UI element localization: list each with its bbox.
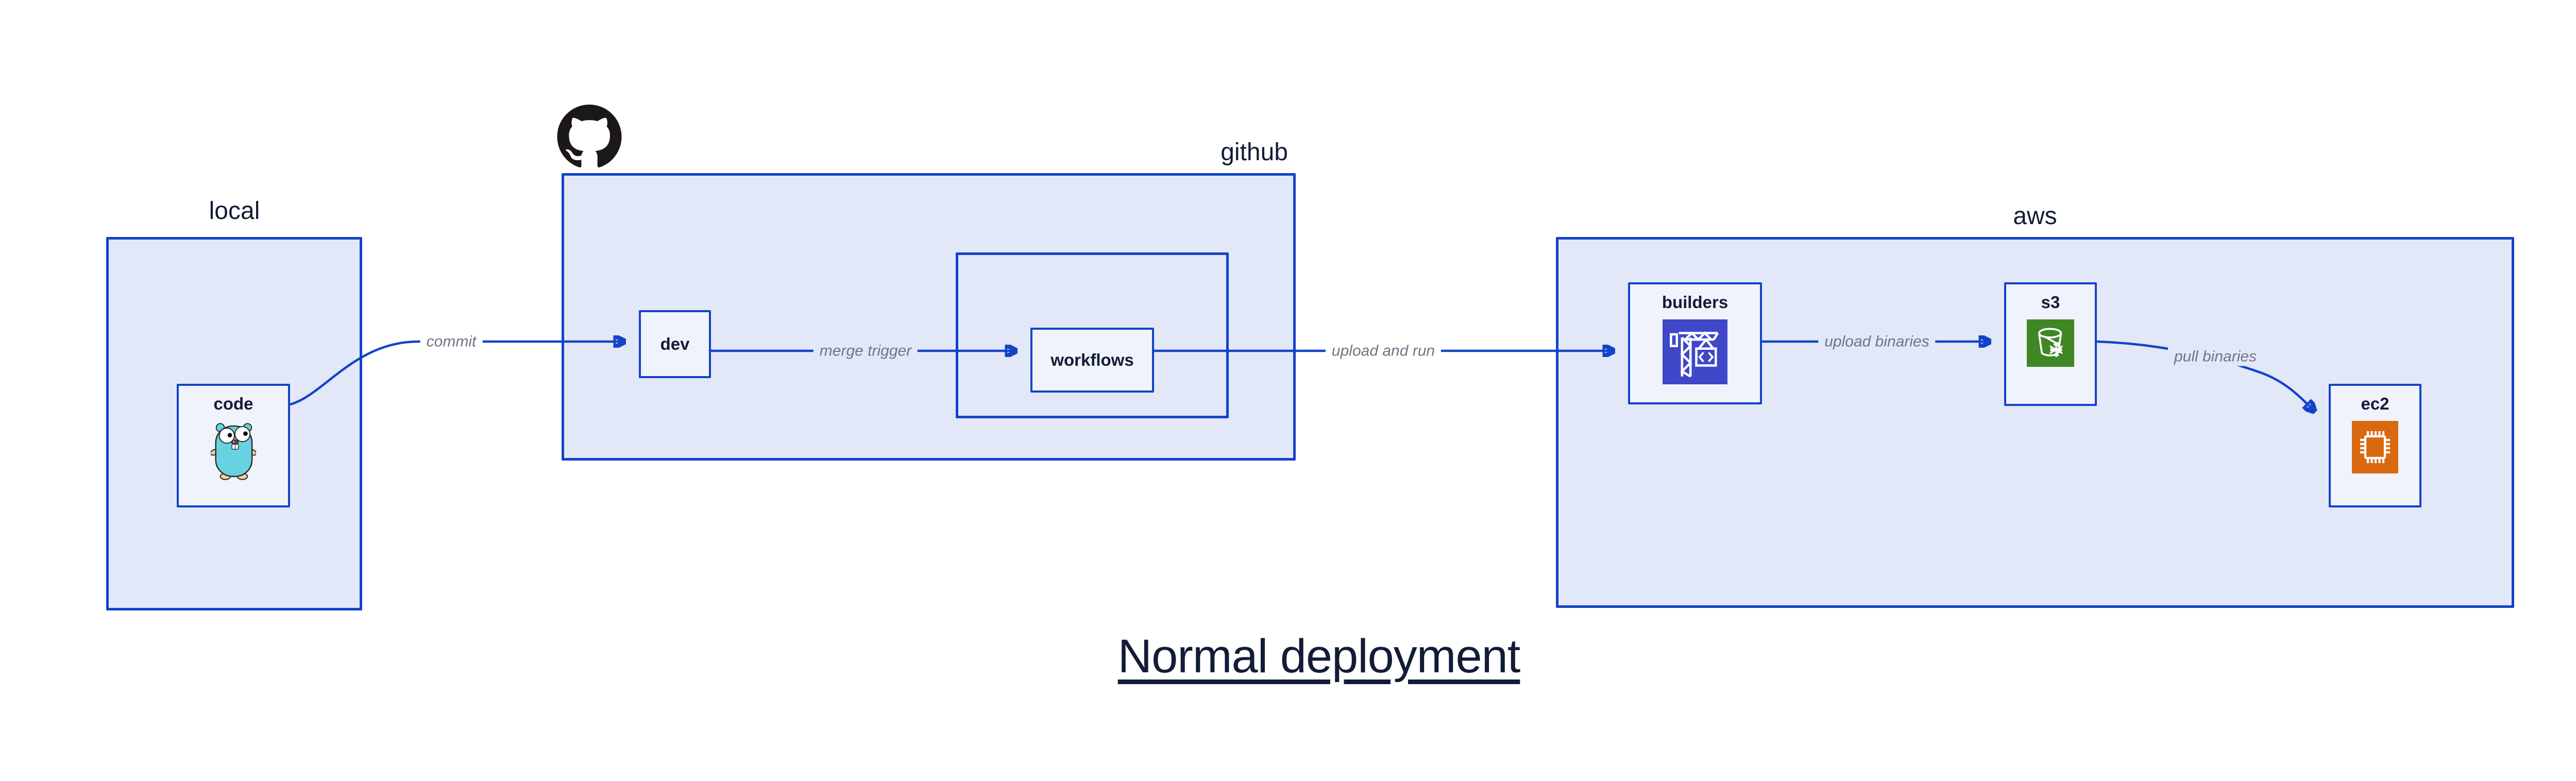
group-label-local: local	[209, 197, 260, 225]
group-label-aws: aws	[2013, 202, 2057, 230]
group-label-github: github	[1221, 139, 1288, 166]
diagram-title: Normal deployment	[1117, 630, 1521, 683]
node-s3: s3	[2004, 282, 2097, 406]
node-dev: dev	[639, 310, 711, 378]
edge-label-upload-binaries: upload binaries	[1818, 332, 1936, 351]
node-label-s3: s3	[2041, 293, 2060, 312]
aws-ec2-chip-icon	[2352, 421, 2398, 473]
node-label-dev: dev	[660, 334, 690, 353]
go-gopher-icon	[211, 421, 256, 481]
edge-label-upload-and-run: upload and run	[1325, 341, 1442, 361]
node-workflows: workflows	[1030, 328, 1154, 393]
node-ec2: ec2	[2329, 384, 2421, 507]
node-label-code: code	[213, 394, 253, 413]
github-octocat-icon	[556, 105, 622, 169]
node-code: code	[177, 384, 290, 507]
aws-codebuild-icon	[1663, 319, 1727, 384]
node-label-builders: builders	[1662, 293, 1728, 312]
edge-label-commit: commit	[420, 332, 483, 351]
aws-s3-bucket-icon	[2027, 319, 2074, 367]
node-label-workflows: workflows	[1050, 350, 1134, 369]
edge-label-merge-trigger: merge trigger	[813, 341, 918, 361]
edge-label-pull-binaries: pull binaries	[2167, 347, 2263, 366]
node-label-ec2: ec2	[2361, 394, 2389, 413]
node-builders: builders	[1628, 282, 1762, 404]
